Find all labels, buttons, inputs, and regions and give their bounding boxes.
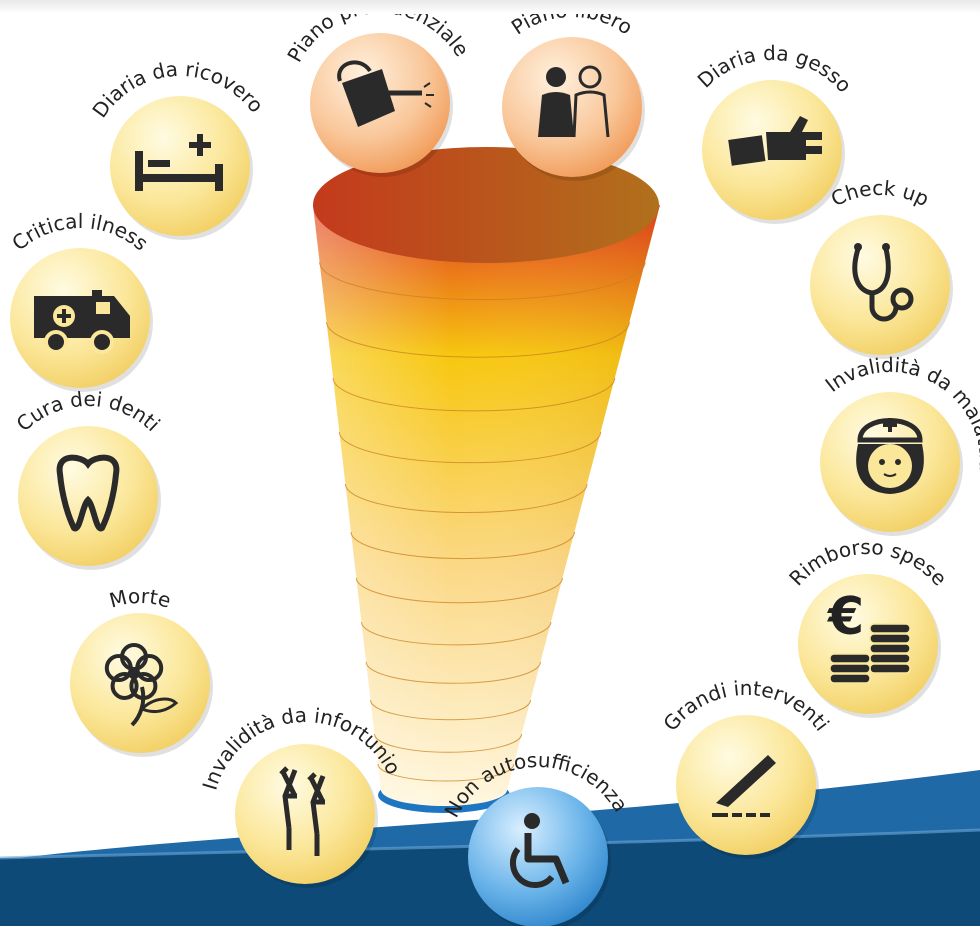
wave-highlight [0, 828, 980, 860]
circle-badge [235, 744, 375, 884]
label-text: Morte [107, 584, 174, 613]
scalpel-icon [712, 755, 776, 817]
crutches-icon [279, 766, 326, 856]
item-cura-dei-denti: Cura dei denti [12, 387, 165, 570]
circle-badge [502, 37, 642, 177]
hospital-bed-icon [135, 134, 223, 191]
item-invalidita-da-malattia: Invalidità da malattia [820, 353, 980, 536]
tooth-icon [56, 454, 120, 532]
circle-badge [110, 96, 250, 236]
stethoscope-icon [852, 243, 914, 322]
label-morte: Morte [107, 584, 174, 613]
item-critical-ilness: Critical ilness [7, 209, 153, 392]
cast-arm-icon [728, 116, 822, 166]
cone-funnel [313, 147, 660, 813]
top-shadow-bar [0, 0, 980, 14]
nurse-icon [856, 418, 924, 494]
svg-text:€: € [827, 587, 864, 647]
label-check-up: Check up [827, 176, 933, 211]
wheelchair-icon [509, 813, 570, 889]
item-morte: Morte [70, 584, 213, 757]
item-rimborso-spese: €Rimborso spese [784, 535, 952, 718]
ambulance-icon [34, 290, 130, 354]
watering-can-icon [337, 60, 434, 127]
two-people-icon [538, 65, 610, 138]
item-piano-libero: Piano libero [502, 0, 645, 181]
label-text: Check up [827, 176, 933, 211]
item-check-up: Check up [810, 176, 953, 359]
circle-badge [798, 574, 938, 714]
flower-icon [104, 643, 179, 727]
circle-badge [70, 613, 210, 753]
euro-coins-icon: € [827, 587, 911, 684]
circle-badge [810, 215, 950, 355]
item-diaria-da-ricovero: Diaria da ricovero [87, 57, 268, 240]
